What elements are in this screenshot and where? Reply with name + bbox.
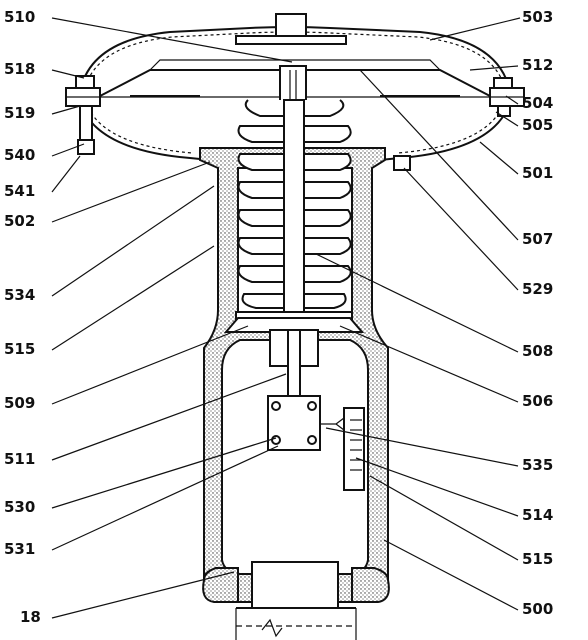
case-bolt-right — [493, 77, 513, 117]
callout-509: 509 — [4, 394, 35, 412]
callout-519: 519 — [4, 104, 35, 122]
callout-504: 504 — [522, 94, 553, 112]
yoke-base — [202, 561, 390, 640]
callout-18: 18 — [20, 608, 41, 626]
stem-connector — [267, 395, 345, 451]
callout-506: 506 — [522, 392, 553, 410]
callout-518: 518 — [4, 60, 35, 78]
callout-505: 505 — [522, 116, 553, 134]
callout-508: 508 — [522, 342, 553, 360]
callout-510: 510 — [4, 8, 35, 26]
callout-503: 503 — [522, 8, 553, 26]
callout-515-lower: 515 — [522, 550, 553, 568]
callout-530: 530 — [4, 498, 35, 516]
callout-534: 534 — [4, 286, 35, 304]
spring-seat — [223, 311, 365, 333]
case-bolt-left — [75, 75, 95, 155]
callout-529: 529 — [522, 280, 553, 298]
actuator-stem — [283, 99, 305, 331]
callout-500: 500 — [522, 600, 553, 618]
vent-plug — [393, 155, 411, 171]
callout-507: 507 — [522, 230, 553, 248]
stem-top-bore — [289, 70, 297, 104]
callout-labels: 510 503 518 512 519 504 540 505 541 501 … — [4, 8, 553, 626]
callout-515-upper: 515 — [4, 340, 35, 358]
callout-541: 541 — [4, 182, 35, 200]
callout-540: 540 — [4, 146, 35, 164]
top-fitting — [235, 13, 347, 45]
callout-511: 511 — [4, 450, 35, 468]
travel-scale — [343, 407, 365, 491]
callout-501: 501 — [522, 164, 553, 182]
callout-514: 514 — [522, 506, 553, 524]
callout-531: 531 — [4, 540, 35, 558]
callout-512: 512 — [522, 56, 553, 74]
leader-lines — [51, 17, 521, 619]
callout-535: 535 — [522, 456, 553, 474]
callout-502: 502 — [4, 212, 35, 230]
stem-bushing — [269, 329, 319, 397]
